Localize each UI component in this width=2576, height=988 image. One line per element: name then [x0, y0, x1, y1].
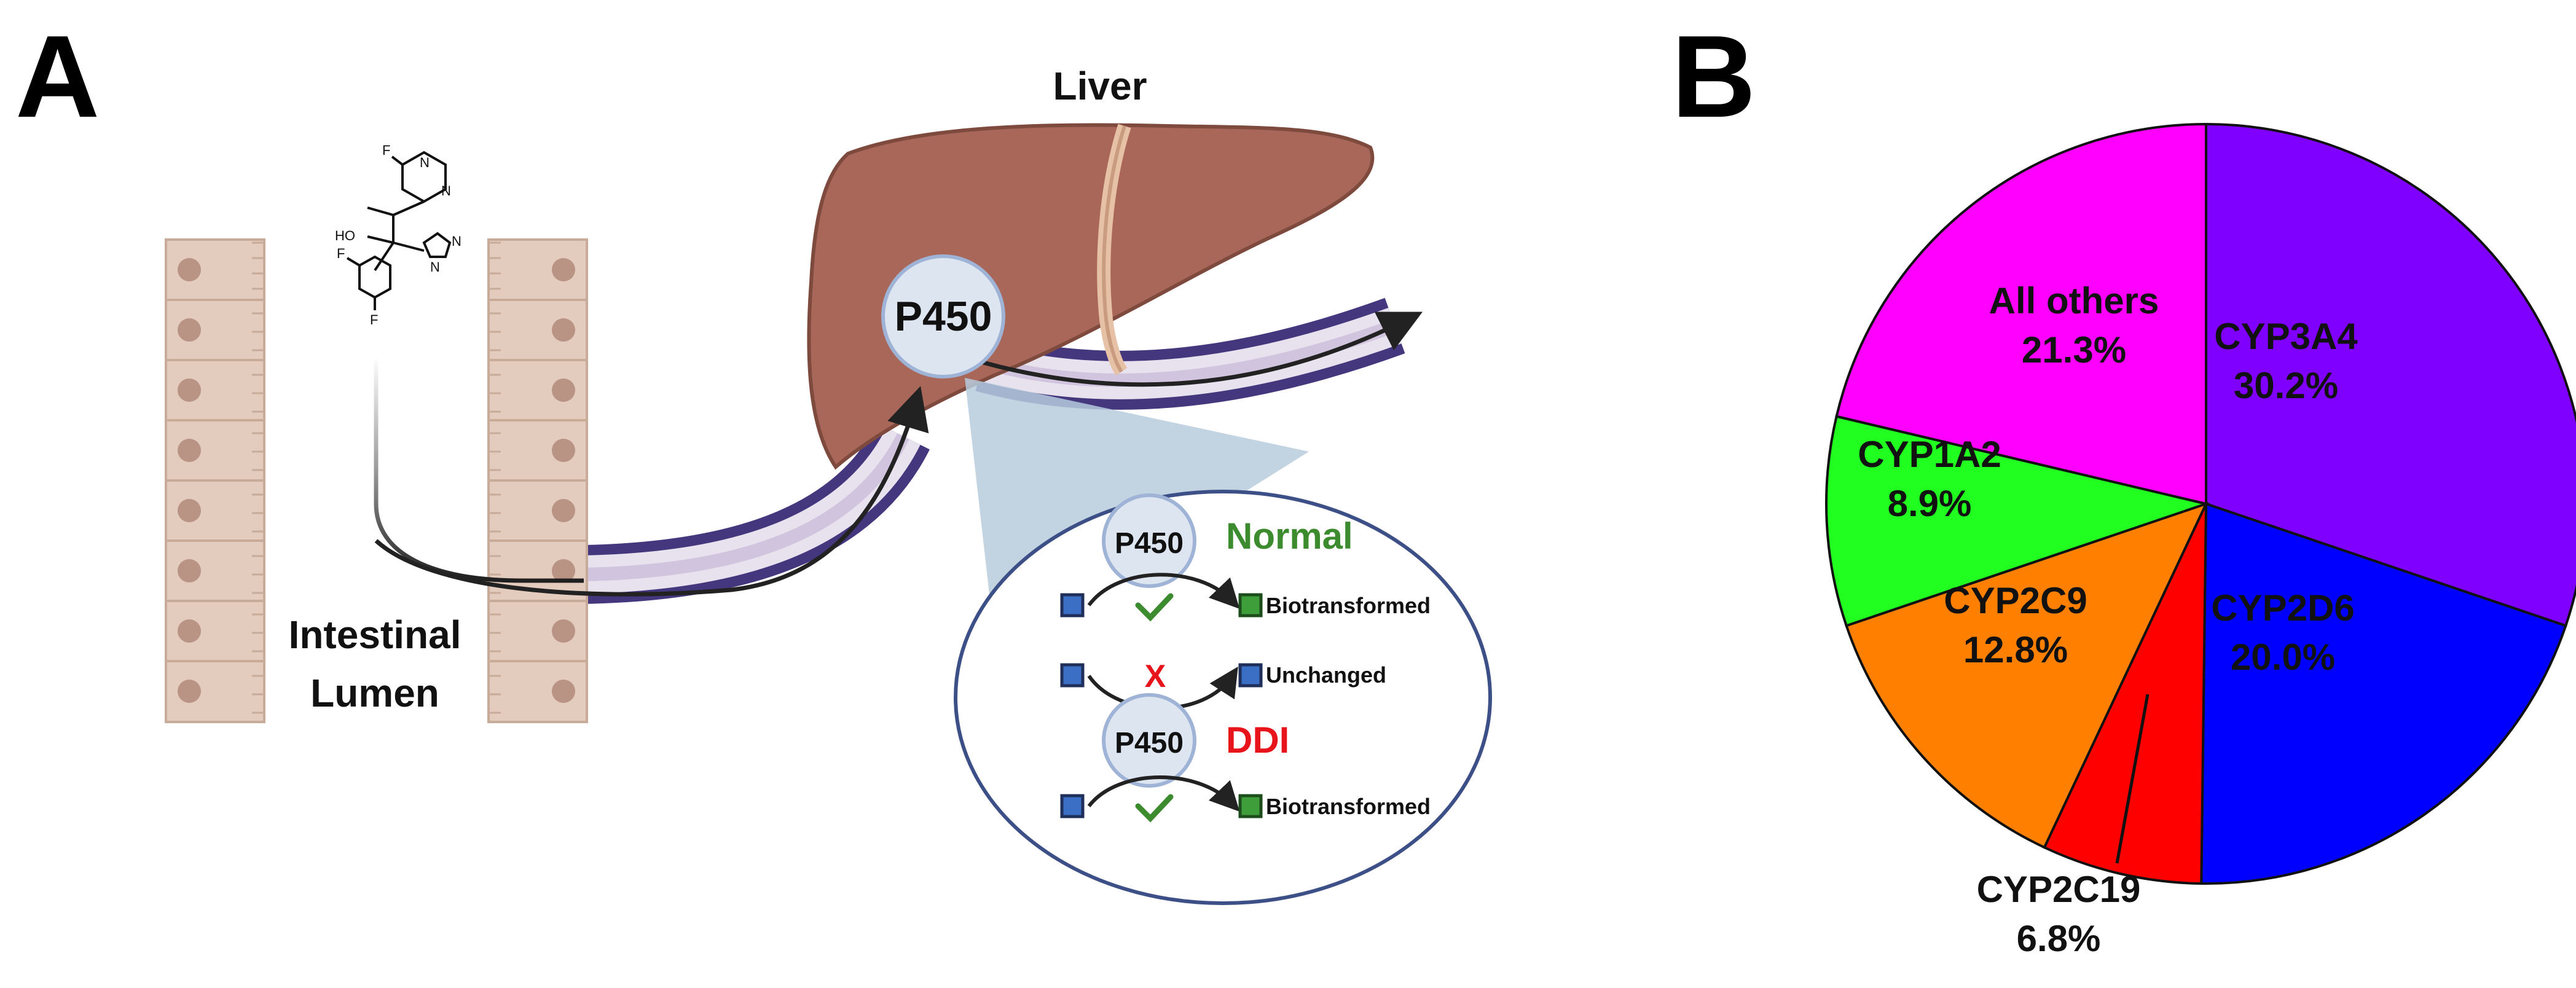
drug-path — [374, 356, 584, 583]
substrate-icon — [1060, 593, 1085, 618]
pie-label-percent: 12.8% — [1963, 629, 2068, 670]
pie-slice-cyp1a2 — [1825, 415, 2211, 627]
substrate-icon — [1060, 663, 1085, 688]
ddi-outcome: Biotransformed — [1266, 794, 1431, 819]
mechanism-inset: P450 Normal Biotransformed X Unchanged P… — [954, 490, 1492, 905]
metabolite-icon — [1238, 593, 1263, 618]
check-icon — [1135, 794, 1174, 823]
liver-icon — [807, 123, 1375, 470]
drug-molecule-labels: F HO F F N N N N — [335, 143, 461, 327]
pie-slice-cyp2c9 — [1845, 501, 2209, 849]
intestine-label-line2: Lumen — [310, 671, 439, 715]
ddi-label: DDI — [1226, 719, 1289, 761]
unchanged-substrate-icon — [1238, 663, 1263, 688]
normal-enzyme-label: P450 — [1115, 527, 1184, 560]
normal-enzyme-circle — [1102, 493, 1196, 588]
nitrogen-atom-label: N — [420, 155, 430, 170]
hydroxyl-label: HO — [335, 228, 355, 243]
pie-label-name: CYP3A4 — [2214, 316, 2358, 357]
ddi-enzyme-circle — [1102, 693, 1196, 788]
absorption-arrow — [374, 386, 929, 597]
drug-molecule-icon — [346, 151, 452, 310]
substrate-icon — [1060, 794, 1085, 818]
nitrogen-atom-label: N — [441, 183, 451, 198]
circulation-arrow — [983, 312, 1423, 387]
pie-label-name: CYP1A2 — [1858, 434, 2001, 475]
panel-a: A — [15, 12, 1492, 905]
fluorine-atom-label: F — [337, 246, 345, 261]
intestine-label-line1: Intestinal — [289, 613, 461, 657]
blocked-mark: X — [1145, 659, 1166, 694]
nitrogen-atom-label: N — [430, 259, 440, 275]
panel-b-letter: B — [1671, 12, 1756, 142]
p450-label: P450 — [895, 293, 992, 340]
pie-slice-cyp2d6 — [2200, 502, 2567, 885]
fluorine-atom-label: F — [370, 312, 378, 327]
pie-label-percent: 30.2% — [2234, 365, 2338, 406]
ddi-reaction-arrow — [1087, 775, 1240, 812]
pie-label-percent: 6.8% — [2017, 918, 2101, 959]
pie-label-percent: 20.0% — [2231, 637, 2335, 678]
panel-a-letter: A — [15, 12, 100, 142]
pie-leader-line — [2115, 694, 2150, 864]
pie-label-percent: 21.3% — [2022, 329, 2126, 370]
pie-label-name: CYP2C19 — [1977, 869, 2141, 910]
p450-enzyme: P450 — [881, 254, 1005, 378]
ddi-enzyme-label: P450 — [1115, 727, 1184, 759]
panel-b: B CYP3A4 30.2% CYP2D6 20.0% CYP2C19 6.8% CYP2C… — [1671, 12, 2576, 959]
blocked-outcome: Unchanged — [1266, 662, 1386, 688]
pie-slice-cyp2c19 — [2043, 503, 2207, 885]
intestinal-wall-left — [165, 238, 265, 723]
normal-label: Normal — [1226, 516, 1353, 557]
pie-chart — [1825, 122, 2576, 885]
normal-reaction-arrow — [1087, 573, 1240, 610]
pie-slice-cyp3a4 — [2205, 122, 2576, 627]
pie-label-name: CYP2C9 — [1944, 580, 2087, 621]
check-icon — [1135, 593, 1174, 622]
pie-labels: CYP3A4 30.2% CYP2D6 20.0% CYP2C19 6.8% CYP2C9 1… — [1858, 280, 2358, 959]
pie-slice-all-others — [1835, 122, 2207, 506]
liver-label: Liver — [1053, 64, 1147, 108]
metabolite-icon — [1238, 794, 1263, 818]
intestinal-wall-right — [487, 238, 588, 723]
fluorine-atom-label: F — [382, 143, 390, 158]
nitrogen-atom-label: N — [452, 233, 461, 249]
pie-label-percent: 8.9% — [1888, 483, 1972, 524]
pie-label-name: CYP2D6 — [2211, 587, 2354, 629]
pie-label-name: All others — [1989, 280, 2159, 321]
normal-outcome: Biotransformed — [1266, 593, 1431, 618]
